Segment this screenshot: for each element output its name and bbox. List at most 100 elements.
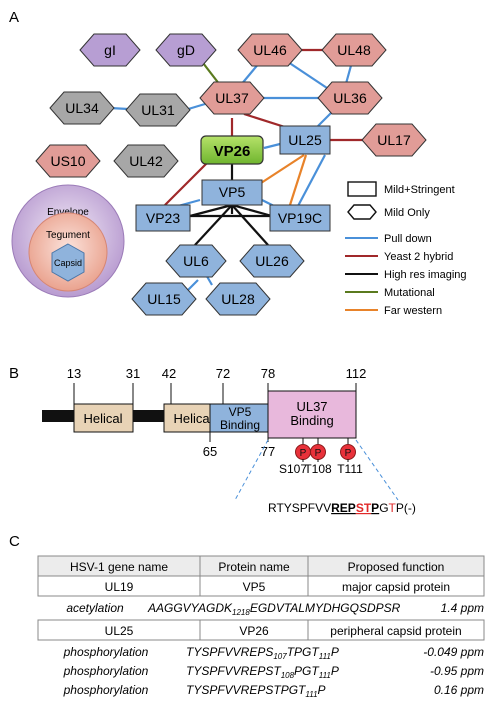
legend-mild-only: Mild Only	[384, 207, 430, 219]
table-row: UL25 VP26 peripheral capsid protein	[37, 619, 485, 641]
sequence: RTYSPFVVREPSTPGTP(-)	[268, 501, 416, 515]
node-VP5: VP5	[201, 179, 263, 206]
svg-text:UL34: UL34	[65, 100, 99, 116]
envelope-label: Envelope	[47, 207, 89, 218]
domain-helical-1: Helical	[73, 403, 134, 433]
svg-text:P: P	[300, 448, 307, 459]
mod-row-phos2: phosphorylation TYSPFVVREPST108PGT111P -…	[63, 664, 484, 680]
legend-label-pull-down: Pull down	[384, 233, 432, 245]
edge-UL15-UL28	[187, 279, 199, 291]
svg-text:UL26: UL26	[255, 253, 289, 269]
legend-label-imaging: High res imaging	[384, 269, 467, 281]
panel-label-c: C	[9, 533, 20, 550]
node-UL36: UL36	[317, 81, 383, 115]
svg-text:Proposed function: Proposed function	[348, 560, 445, 574]
svg-text:P: P	[315, 448, 322, 459]
phospho-sites: P P P S107 T108 T111	[279, 438, 363, 476]
edge-UL25-VP19C	[288, 154, 308, 206]
svg-text:gI: gI	[104, 42, 116, 58]
mod-row-acetylation: acetylation AAGGVYAGDK1218EGDVTALMYDHGQS…	[66, 601, 484, 617]
svg-text:phosphorylation: phosphorylation	[63, 683, 149, 697]
svg-text:UL19: UL19	[105, 580, 134, 594]
edge-UL25-VP5	[257, 154, 305, 186]
acetylation-sequence: AAGGVYAGDK1218EGDVTALMYDHGQSDPSR	[147, 601, 401, 617]
zoom-line-right	[355, 439, 399, 501]
node-gD: gD	[155, 33, 217, 67]
pos-72: 72	[216, 366, 230, 381]
node-US10: US10	[35, 144, 101, 178]
pos-65: 65	[203, 444, 217, 459]
svg-text:UL46: UL46	[253, 42, 287, 58]
svg-text:VP26: VP26	[239, 624, 269, 638]
svg-text:P: P	[345, 448, 352, 459]
edge-UL25-VP19C-pulldown	[297, 154, 326, 207]
svg-text:-0.95 ppm: -0.95 ppm	[430, 664, 484, 678]
svg-text:UL17: UL17	[377, 132, 411, 148]
site-S107: S107	[279, 462, 307, 476]
panel-b: B 13 31 42 72 78 112 65 77 Helical Hel	[9, 365, 416, 515]
pos-13: 13	[67, 366, 81, 381]
svg-text:-0.049 ppm: -0.049 ppm	[423, 645, 484, 659]
zoom-line-left	[234, 439, 269, 501]
mod-row-phos1: phosphorylation TYSPFVVREPS107TPGT111P -…	[63, 645, 484, 661]
mod-row-phos3: phosphorylation TYSPFVVREPSTPGT111P 0.16…	[63, 683, 484, 699]
svg-text:Helical: Helical	[83, 411, 122, 426]
edge-VP26-UL25	[263, 142, 281, 150]
svg-text:Binding: Binding	[290, 413, 333, 428]
legend-label-far-western: Far western	[384, 305, 442, 317]
legend-label-yeast: Yeast 2 hybrid	[384, 251, 453, 263]
svg-text:UL25: UL25	[288, 132, 322, 148]
svg-text:VP26: VP26	[214, 143, 251, 160]
svg-text:UL36: UL36	[333, 90, 367, 106]
site-T108: T108	[304, 462, 332, 476]
svg-text:UL28: UL28	[221, 291, 255, 307]
pos-78: 78	[261, 366, 275, 381]
legend: Mild+Stringent Mild Only Pull down Yeast…	[345, 181, 467, 317]
edge-UL36-UL25	[317, 111, 333, 127]
svg-text:0.16 ppm: 0.16 ppm	[434, 683, 484, 697]
svg-text:Binding: Binding	[220, 418, 260, 432]
svg-text:VP5: VP5	[219, 184, 246, 200]
node-UL25: UL25	[279, 125, 331, 155]
pos-31: 31	[126, 366, 140, 381]
svg-text:VP23: VP23	[146, 210, 180, 226]
svg-text:phosphorylation: phosphorylation	[63, 645, 149, 659]
svg-text:UL48: UL48	[337, 42, 371, 58]
panel-a: A	[9, 9, 467, 317]
svg-text:phosphorylation: phosphorylation	[63, 664, 149, 678]
svg-text:acetylation: acetylation	[66, 601, 124, 615]
node-UL28: UL28	[205, 282, 271, 316]
table-row: UL19 VP5 major capsid protein	[37, 575, 485, 597]
phos1-sequence: TYSPFVVREPS107TPGT111P	[186, 645, 339, 661]
virion-diagram: Envelope Tegument Capsid	[11, 184, 125, 298]
node-gI: gI	[79, 33, 141, 67]
high-res-star	[189, 203, 273, 246]
legend-label-mutational: Mutational	[384, 287, 435, 299]
legend-rect-swatch	[347, 181, 377, 197]
node-UL17: UL17	[361, 123, 427, 157]
node-UL6: UL6	[165, 244, 227, 278]
svg-text:Protein name: Protein name	[218, 560, 290, 574]
node-UL31: UL31	[125, 93, 191, 127]
svg-text:major capsid protein: major capsid protein	[342, 580, 450, 594]
tegument-label: Tegument	[46, 230, 90, 241]
node-UL42: UL42	[113, 144, 179, 178]
capsid-label: Capsid	[54, 258, 82, 268]
svg-text:peripheral capsid protein: peripheral capsid protein	[330, 624, 461, 638]
node-UL15: UL15	[131, 282, 197, 316]
pos-77: 77	[261, 444, 275, 459]
node-UL34: UL34	[49, 91, 115, 125]
pos-112: 112	[346, 366, 367, 381]
svg-text:VP19C: VP19C	[278, 210, 322, 226]
panel-label-b: B	[9, 365, 19, 382]
site-T111: T111	[337, 462, 363, 476]
svg-text:UL37: UL37	[215, 90, 249, 106]
phos3-sequence: TYSPFVVREPSTPGT111P	[186, 683, 326, 699]
phos2-sequence: TYSPFVVREPST108PGT111P	[186, 664, 339, 680]
panel-c: C HSV-1 gene name Protein name Proposed …	[9, 533, 485, 699]
svg-text:VP5: VP5	[243, 580, 266, 594]
svg-text:Helical: Helical	[173, 411, 212, 426]
svg-text:US10: US10	[50, 153, 85, 169]
domain-vp5-binding: VP5 Binding	[209, 403, 269, 433]
